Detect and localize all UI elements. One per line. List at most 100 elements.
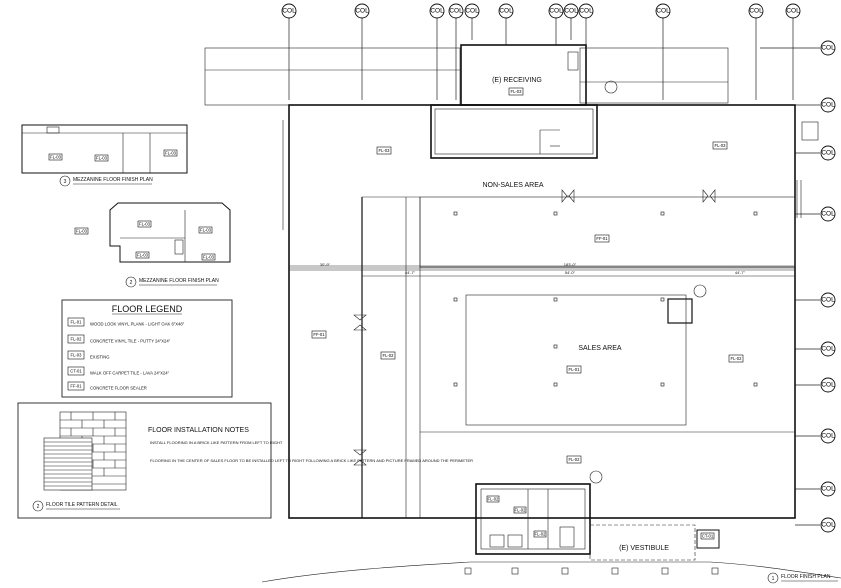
- svg-text:2: 2: [37, 504, 40, 510]
- main-building: [282, 104, 802, 519]
- svg-text:FF-01: FF-01: [70, 384, 82, 389]
- column-bubble: COL: [498, 3, 514, 19]
- non-sales-label: NON-SALES AREA: [482, 182, 543, 189]
- column-bubble: COL: [820, 377, 836, 393]
- svg-text:COL: COL: [821, 346, 835, 353]
- svg-text:FLOOR FINISH PLAN: FLOOR FINISH PLAN: [781, 574, 831, 580]
- column-bubble: COL: [464, 3, 480, 19]
- column-grid-top: [288, 18, 794, 100]
- receiving-label: (E) RECEIVING: [492, 77, 542, 84]
- mezzanine-plan-3: FL-03 FL-03 FL-03 3 MEZZANINE FLOOR FINI…: [21, 124, 188, 187]
- note-item: INSTALL FLOORING IN A BRICK LIKE PATTERN…: [150, 440, 283, 445]
- svg-text:COL: COL: [821, 150, 835, 157]
- column-dots: [453, 211, 758, 387]
- column-bubble: COL: [820, 517, 836, 533]
- door-symbols: [353, 189, 716, 466]
- column-bubble: COL: [820, 428, 836, 444]
- svg-text:30'-9": 30'-9": [320, 262, 331, 267]
- svg-text:FL-03: FL-03: [511, 89, 523, 94]
- column-bubble: COL: [748, 3, 764, 19]
- svg-text:COL: COL: [821, 45, 835, 52]
- column-bubble: COL: [820, 206, 836, 222]
- svg-text:FL-03: FL-03: [200, 228, 212, 233]
- column-bubble: COL: [548, 3, 564, 19]
- finish-tag: FL-03: [508, 87, 524, 96]
- sales-fixture: [589, 80, 707, 484]
- exterior-canopy: [204, 47, 729, 106]
- svg-text:MEZZANINE FLOOR FINISH PLAN: MEZZANINE FLOOR FINISH PLAN: [139, 278, 219, 284]
- column-bubble: COL: [655, 3, 671, 19]
- svg-text:COL: COL: [282, 8, 296, 15]
- vestibule-label: (E) VESTIBULE: [619, 545, 669, 552]
- svg-text:FL-03: FL-03: [203, 255, 215, 260]
- finish-tag: FL-03: [712, 141, 728, 150]
- svg-text:FL-03: FL-03: [50, 155, 62, 160]
- svg-text:COL: COL: [749, 8, 763, 15]
- svg-text:COL: COL: [821, 382, 835, 389]
- svg-text:FL-02: FL-02: [569, 457, 581, 462]
- column-grid-right: [760, 47, 820, 526]
- svg-text:COL: COL: [465, 8, 479, 15]
- svg-text:FL-03: FL-03: [137, 253, 149, 258]
- receiving-room: (E) RECEIVING FL-03: [460, 44, 587, 106]
- svg-text:COL: COL: [579, 8, 593, 15]
- dimension-line: 30'-9" 44'-7" 183'-0" 54'-0" 44'-7": [289, 262, 795, 275]
- tile-detail-panel: 2 FLOOR TILE PATTERN DETAIL FLOOR INSTAL…: [17, 402, 473, 519]
- svg-text:WALK OFF CARPET TILE - LAVA 2: WALK OFF CARPET TILE - LAVA 24"X24": [90, 371, 170, 376]
- finish-tag: FL-01: [566, 365, 582, 374]
- svg-text:COL: COL: [656, 8, 670, 15]
- finish-tag: FL-02: [728, 354, 744, 363]
- svg-text:FL-02: FL-02: [731, 356, 743, 361]
- exterior-equipment: [801, 121, 819, 141]
- column-bubble: COL: [820, 97, 836, 113]
- svg-text:FL-01: FL-01: [569, 367, 581, 372]
- site-line: [261, 561, 841, 583]
- svg-text:COL: COL: [821, 433, 835, 440]
- svg-text:COL: COL: [786, 8, 800, 15]
- sales-label: SALES AREA: [578, 345, 622, 352]
- svg-text:COL: COL: [821, 522, 835, 529]
- note-item: FLOORING IN THE CENTER OF SALES FLOOR TO…: [150, 458, 473, 463]
- svg-text:FL-02: FL-02: [515, 508, 527, 513]
- svg-text:3: 3: [64, 179, 67, 185]
- svg-text:FL-03: FL-03: [96, 156, 108, 161]
- finish-tag: FL-02: [566, 455, 582, 464]
- svg-text:FF-01: FF-01: [313, 332, 325, 337]
- notes-title: FLOOR INSTALLATION NOTES: [148, 427, 249, 434]
- restroom-block: FL-02 FL-02 FL-02: [475, 483, 591, 555]
- svg-text:EXISTING: EXISTING: [90, 355, 110, 360]
- column-bubble: COL: [820, 145, 836, 161]
- svg-text:FL-03: FL-03: [165, 151, 177, 156]
- legend-item: FL-03 EXISTING: [67, 350, 110, 360]
- column-bubble: COL: [820, 40, 836, 56]
- svg-text:1: 1: [772, 576, 775, 582]
- finish-tag: FF-01: [594, 234, 610, 243]
- svg-text:CT-01: CT-01: [70, 369, 82, 374]
- svg-text:COL: COL: [499, 8, 513, 15]
- svg-text:FL-02: FL-02: [488, 497, 500, 502]
- svg-text:54'-0": 54'-0": [565, 270, 576, 275]
- svg-text:COL: COL: [821, 102, 835, 109]
- svg-text:COL: COL: [549, 8, 563, 15]
- legend-title: FLOOR LEGEND: [112, 304, 183, 314]
- mezzanine-plan-2: FL-03 FL-03 FL-03 FL-03 FL-03 2 MEZZANIN…: [74, 202, 231, 288]
- svg-text:FL-03: FL-03: [715, 143, 727, 148]
- svg-text:FLOOR TILE PATTERN DETAIL: FLOOR TILE PATTERN DETAIL: [46, 502, 118, 508]
- column-bubbles-right: COL COL COL COL COL COL COL COL COL COL: [820, 40, 836, 533]
- legend-item: CT-01 WALK OFF CARPET TILE - LAVA 24"X24…: [67, 366, 170, 376]
- svg-text:FL-02: FL-02: [535, 532, 547, 537]
- svg-text:183'-0": 183'-0": [564, 262, 577, 267]
- svg-text:FL-01: FL-01: [71, 320, 83, 325]
- column-bubble: COL: [820, 341, 836, 357]
- svg-text:COL: COL: [449, 8, 463, 15]
- svg-text:CONCRETE VINYL TILE - PUTTY 2: CONCRETE VINYL TILE - PUTTY 24"X24": [90, 339, 171, 344]
- column-bubbles-top: COL COL COL COL COL COL COL COL COL COL …: [281, 3, 801, 19]
- floor-plan-title: 1 FLOOR FINISH PLAN: [767, 572, 838, 584]
- finish-tag: FL-03: [376, 146, 392, 155]
- vestibule: (E) VESTIBULE CT-01: [589, 524, 720, 561]
- finish-tag: FF-01: [311, 330, 327, 339]
- svg-text:2: 2: [130, 280, 133, 286]
- column-bubble: COL: [785, 3, 801, 19]
- legend-item: FL-02 CONCRETE VINYL TILE - PUTTY 24"X24…: [67, 334, 171, 344]
